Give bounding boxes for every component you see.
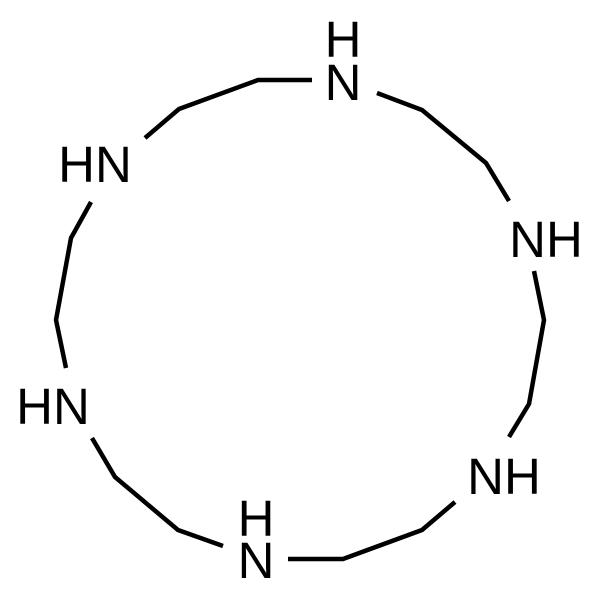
bond-top-to-upper-left xyxy=(143,77,312,140)
atom-upper-left-hn: HN xyxy=(58,136,132,193)
bond-lower-left-to-upper-left xyxy=(53,200,93,369)
bond-lower-right-to-bottom xyxy=(288,500,457,562)
bonds xyxy=(53,77,547,562)
atoms: H N NH NH H N HN HN xyxy=(16,11,583,589)
atom-upper-right-nh: NH xyxy=(509,211,583,268)
atom-bottom-n: N xyxy=(238,532,275,589)
bond-upper-right-to-lower-right xyxy=(507,270,547,439)
atom-top-n: N xyxy=(325,54,362,111)
atom-lower-left-hn: HN xyxy=(16,378,90,435)
atom-lower-right-nh: NH xyxy=(467,448,541,505)
atom-top-h: H xyxy=(325,11,362,68)
bond-top-to-upper-right xyxy=(376,90,511,203)
atom-bottom-h: H xyxy=(238,490,275,547)
bond-bottom-to-lower-left xyxy=(90,436,224,549)
